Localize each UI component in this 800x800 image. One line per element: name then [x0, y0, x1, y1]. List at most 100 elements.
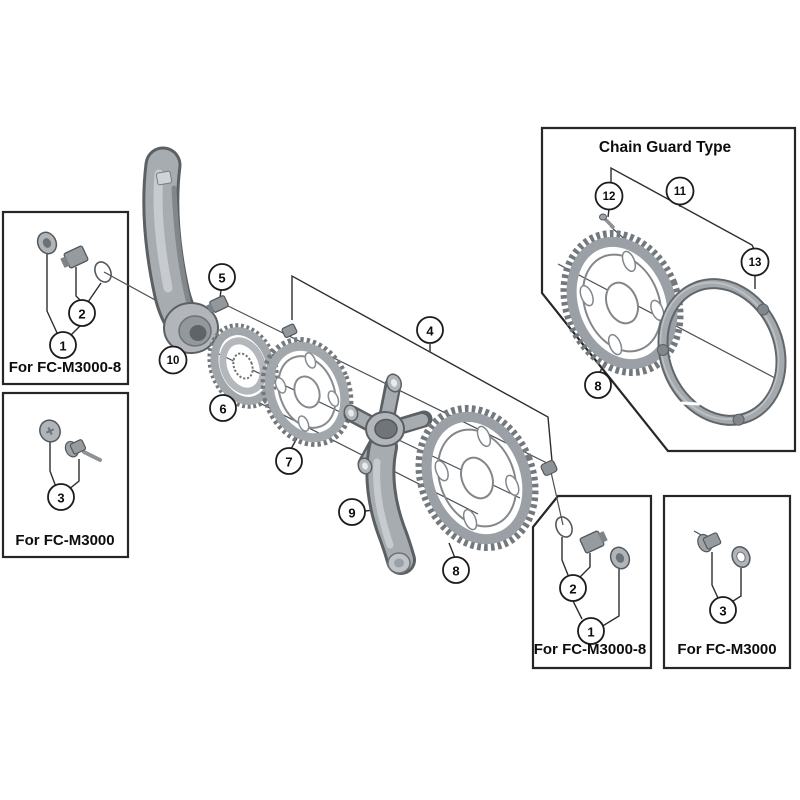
axle-end-cap-right	[540, 459, 558, 477]
washer-hole	[42, 238, 52, 248]
callout-11: 11	[665, 176, 695, 206]
teeth	[260, 337, 354, 447]
svg-text:3: 3	[719, 604, 726, 619]
callout-3: 3	[47, 483, 75, 511]
cutout	[274, 377, 287, 394]
inner-edge	[581, 253, 663, 353]
bolt-shaft	[82, 450, 102, 462]
inner-edge	[277, 355, 337, 429]
callout-13: 13	[740, 247, 770, 277]
bolt-body	[281, 323, 298, 339]
crank-cap-washer-1b	[609, 546, 631, 570]
elbow-washer-1	[46, 254, 59, 336]
svg-text:8: 8	[452, 564, 459, 579]
crank-arm-left-highlight	[153, 169, 173, 293]
cutout	[579, 284, 594, 307]
svg-text:11: 11	[674, 186, 687, 198]
ring-band	[421, 411, 533, 545]
guard-seam	[681, 401, 700, 406]
elbow-bolt-2b	[579, 553, 591, 578]
bolt-head	[598, 531, 608, 543]
cutout	[434, 459, 449, 482]
chain-guard-title: Chain Guard Type	[599, 139, 732, 156]
callout-3b: 3	[709, 596, 737, 624]
fixing-bolt-3	[64, 439, 102, 462]
guard-highlight	[659, 281, 780, 421]
svg-text:13: 13	[749, 257, 762, 269]
bracket-part11	[610, 166, 755, 250]
callout-8: 8	[442, 556, 470, 584]
inner-edge	[436, 428, 518, 528]
bolt-body	[69, 439, 87, 455]
bolt-head	[60, 256, 70, 268]
crank-arm-right-highlight	[373, 458, 394, 549]
pedal-hole	[394, 558, 404, 568]
svg-text:8: 8	[594, 379, 601, 394]
svg-text:4: 4	[426, 324, 434, 339]
elbow-washer-1b	[600, 568, 620, 628]
axle-end-bolt-left	[281, 323, 298, 339]
spider-tab-hole	[362, 462, 368, 470]
callout-2: 2	[68, 299, 96, 327]
cutout	[462, 508, 478, 531]
guard-tab	[656, 343, 669, 356]
svg-text:1: 1	[587, 625, 594, 640]
svg-text:5: 5	[218, 271, 225, 286]
crank-bolt-2	[60, 245, 89, 269]
center-hole	[460, 456, 494, 500]
callout-circles: 1 2 3 4 5 6 7 8 9 10 11 12 13 8 2 1 3	[47, 176, 770, 645]
washer-hole	[615, 553, 625, 563]
center-hole	[605, 281, 639, 325]
pedal-hole-plug	[155, 170, 173, 186]
ring-band	[566, 236, 678, 370]
crank-arm-left	[142, 146, 219, 354]
ring-plate	[219, 337, 267, 395]
bolt-head	[206, 303, 215, 313]
connector-lines	[46, 166, 756, 628]
callout-8-guard: 8	[584, 371, 612, 399]
cutout	[476, 425, 492, 448]
fixing-bolt-3b	[697, 532, 722, 553]
crank-arm-right-spider	[343, 373, 433, 575]
bracket-part4	[291, 274, 553, 462]
o-ring	[94, 261, 112, 283]
guard-fixing-screw	[599, 213, 615, 229]
axle-hole	[374, 418, 398, 440]
callout-1: 1	[49, 331, 77, 359]
cap-slot	[47, 426, 53, 436]
bolt-body	[702, 532, 722, 550]
label-mid-left: For FC-M3000	[15, 532, 114, 549]
svg-text:3: 3	[57, 491, 64, 506]
callout-5: 5	[208, 263, 236, 291]
teeth	[415, 405, 539, 551]
washer-hole	[736, 551, 746, 563]
chain-guard-ring	[656, 278, 787, 426]
svg-text:1: 1	[59, 339, 66, 354]
svg-text:2: 2	[78, 307, 85, 322]
svg-text:7: 7	[285, 455, 292, 470]
crank-bolt-2b	[579, 530, 608, 554]
elbow-bolt-2	[75, 267, 82, 302]
chainring-small	[207, 323, 279, 409]
chainring-large	[415, 405, 539, 551]
teeth	[560, 230, 684, 376]
box-mid-left	[1, 391, 130, 559]
svg-text:9: 9	[348, 506, 355, 521]
fixing-washer-3b	[731, 546, 751, 568]
o-ring	[555, 516, 573, 538]
callout-4: 4	[416, 316, 444, 344]
cutout	[304, 352, 317, 369]
svg-text:6: 6	[219, 402, 226, 417]
chainring-fixing-bolt-5	[206, 295, 229, 313]
guard-tab	[732, 413, 745, 426]
callout-6: 6	[209, 394, 237, 422]
callout-1b: 1	[577, 617, 605, 645]
callout-9: 9	[338, 498, 366, 526]
chainring-middle	[260, 337, 354, 447]
spider-tab-hole	[390, 379, 398, 387]
cutout	[621, 250, 637, 273]
crank-cap-washer-1	[36, 231, 58, 255]
splined-center-hole	[232, 352, 254, 380]
